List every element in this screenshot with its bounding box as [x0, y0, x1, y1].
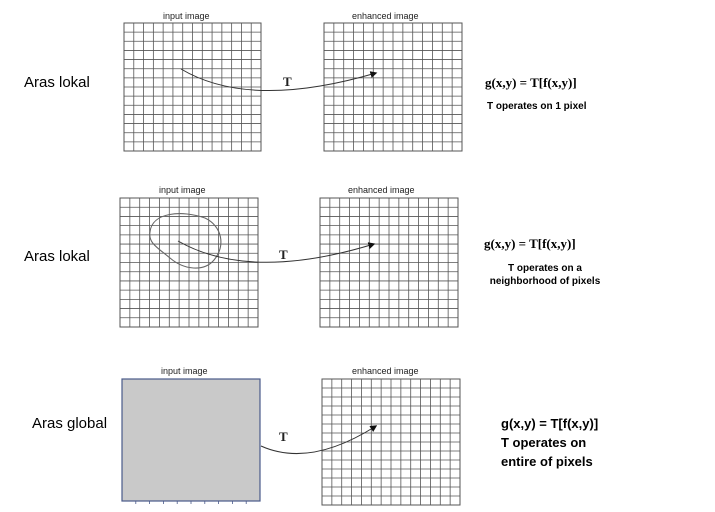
row3-transform-arrow: [260, 425, 378, 455]
row2-operator-t: T: [279, 247, 288, 262]
row2-transform-arrow: [177, 240, 376, 263]
row3-output-grid: [321, 378, 461, 506]
row3-input-caption: input image: [161, 366, 208, 376]
row1-label: Aras lokal: [24, 74, 90, 91]
row2-description-line1: T operates on a: [508, 263, 582, 274]
row1-formula: g(x,y) = T[f(x,y)]: [485, 75, 577, 90]
row1-transform-arrow: [180, 68, 378, 92]
row3-description-line2: entire of pixels: [501, 454, 593, 469]
row3-operator-t: T: [279, 429, 288, 444]
row2-neighborhood-outline: [149, 213, 222, 269]
row2-output-caption: enhanced image: [348, 185, 415, 195]
row3-description-line1: T operates on: [501, 435, 587, 450]
row3-input-shaded-image: [121, 378, 261, 502]
row2-output-grid: [319, 197, 459, 328]
row2-label: Aras lokal: [24, 248, 90, 265]
row1-description: T operates on 1 pixel: [487, 101, 587, 112]
row1-output-caption: enhanced image: [352, 11, 419, 21]
row3-formula: g(x,y) = T[f(x,y)]: [501, 416, 599, 431]
row1-output-grid: [323, 22, 463, 152]
row3-output-caption: enhanced image: [352, 366, 419, 376]
row1-input-grid: [123, 22, 262, 152]
row1-operator-t: T: [283, 74, 292, 89]
row1-input-caption: input image: [163, 11, 210, 21]
row3-label: Aras global: [32, 415, 108, 432]
row2-formula: g(x,y) = T[f(x,y)]: [484, 236, 576, 251]
row2-input-grid: [119, 197, 259, 328]
row2-description-line2: neighborhood of pixels: [489, 276, 601, 287]
row2-input-caption: input image: [159, 185, 206, 195]
